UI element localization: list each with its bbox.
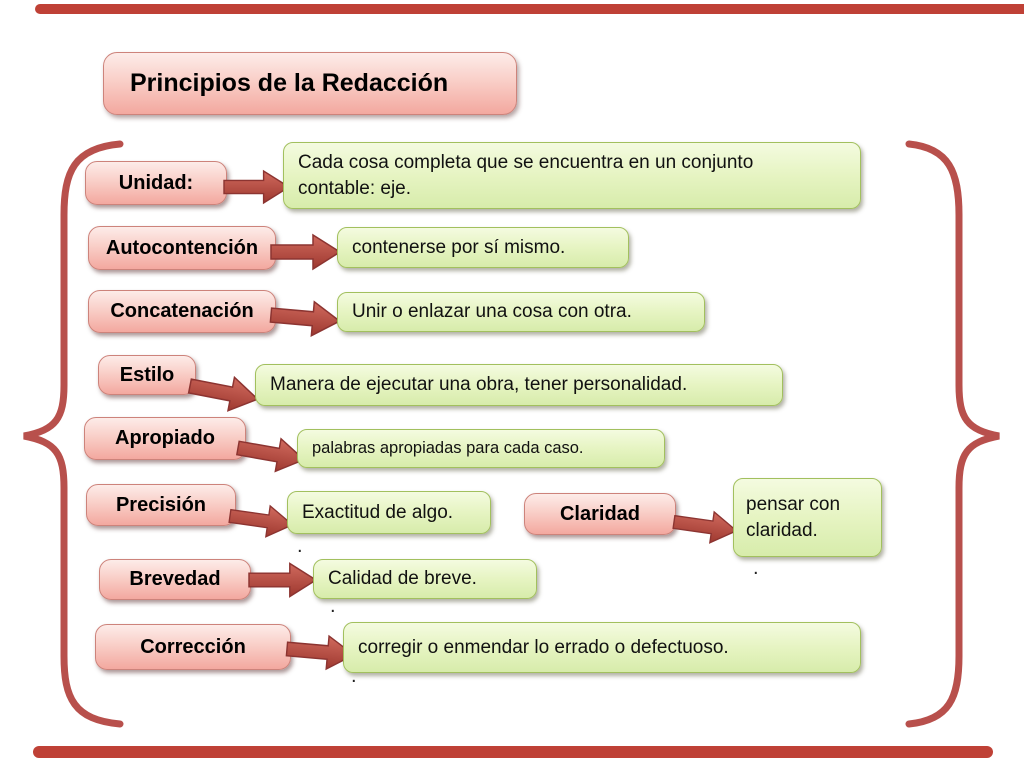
definition-box-estilo: Manera de ejecutar una obra, tener perso… [255, 364, 783, 406]
definition-text: Exactitud de algo. [302, 501, 454, 523]
principle-box-brevedad: Brevedad [99, 559, 251, 600]
definition-box-concatenacion: Unir o enlazar una cosa con otra. [337, 292, 705, 332]
definition-text: palabras apropiadas para cada caso. [312, 438, 584, 457]
definition-text: corregir o enmendar lo errado o defectuo… [358, 636, 729, 658]
period-mark: . [753, 557, 759, 579]
principle-box-autocontencion: Autocontención [88, 226, 276, 270]
arrow-right-icon [270, 233, 342, 271]
principle-box-estilo: Estilo [98, 355, 196, 395]
definition-box-correccion: corregir o enmendar lo errado o defectuo… [343, 622, 861, 673]
period-mark: . [351, 665, 357, 687]
principle-box-correccion: Corrección [95, 624, 291, 670]
arrow-right-icon [187, 375, 260, 412]
definition-text: Calidad de breve. [328, 568, 477, 590]
definition-text: contenerse por sí mismo. [352, 236, 566, 258]
period-mark: . [297, 535, 303, 557]
principle-box-apropiado: Apropiado [84, 417, 246, 460]
arrow-right-icon [285, 634, 356, 671]
principle-label: Brevedad [129, 568, 221, 590]
principle-box-precision: Precisión [86, 484, 236, 526]
definition-text: Manera de ejecutar una obra, tener perso… [270, 374, 688, 396]
principle-label: Estilo [119, 363, 175, 386]
definition-box-claridad: pensar con claridad. [733, 478, 882, 557]
definition-text: Cada cosa completa que se encuentra en u… [298, 152, 754, 199]
definition-box-unidad: Cada cosa completa que se encuentra en u… [283, 142, 861, 209]
arrow-right-icon [269, 300, 342, 337]
top-accent-bar [35, 4, 1024, 14]
principle-label: Claridad [559, 502, 641, 525]
principle-box-claridad: Claridad [524, 493, 676, 535]
definition-box-precision: Exactitud de algo. [287, 491, 491, 534]
principle-label: Corrección [140, 635, 246, 658]
bottom-accent-bar [33, 746, 993, 758]
definition-box-apropiado: palabras apropiadas para cada caso. [297, 429, 665, 468]
arrow-right-icon [228, 504, 294, 538]
definition-box-autocontencion: contenerse por sí mismo. [337, 227, 629, 268]
principle-label: Precisión [115, 493, 207, 516]
arrow-right-icon [223, 169, 291, 205]
arrow-right-icon [248, 562, 318, 598]
principle-box-concatenacion: Concatenación [88, 290, 276, 333]
definition-text: Unir o enlazar una cosa con otra. [352, 301, 632, 323]
principle-label: Autocontención [105, 236, 259, 259]
left-brace [23, 140, 124, 728]
slide-title: Principios de la Redacción [103, 52, 517, 115]
arrow-right-icon [672, 510, 738, 544]
right-brace [905, 140, 1000, 728]
principle-label: Concatenación [110, 300, 254, 322]
period-mark: . [330, 595, 336, 617]
definition-box-brevedad: Calidad de breve. [313, 559, 537, 599]
principle-box-unidad: Unidad: [85, 161, 227, 205]
definition-text: pensar con claridad. [746, 494, 841, 541]
arrow-right-icon [235, 437, 306, 473]
principle-label: Unidad: [118, 171, 194, 194]
principle-label: Apropiado [115, 427, 215, 449]
